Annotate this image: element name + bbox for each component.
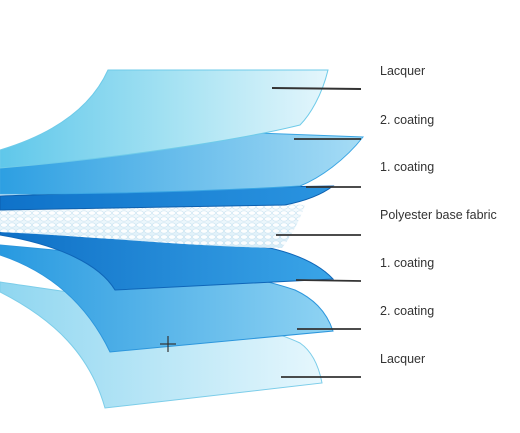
leader-line-lacquer-top: [271, 87, 362, 90]
leader-line-coating-1-bottom: [295, 279, 362, 282]
crosshair-cursor-icon: [160, 336, 176, 352]
label-coating-1-bottom: 1. coating: [380, 256, 435, 270]
label-coating-2-bottom: 2. coating: [380, 304, 435, 318]
label-lacquer-bottom: Lacquer: [380, 352, 426, 366]
polyester-fabric-texture: [0, 199, 305, 248]
label-coating-2-top: 2. coating: [380, 113, 435, 127]
label-coating-1-top: 1. coating: [380, 160, 435, 174]
label-polyester-fabric: Polyester base fabric: [380, 208, 497, 222]
label-lacquer-top: Lacquer: [380, 64, 426, 78]
top-lacquer-layer: [0, 69, 329, 169]
